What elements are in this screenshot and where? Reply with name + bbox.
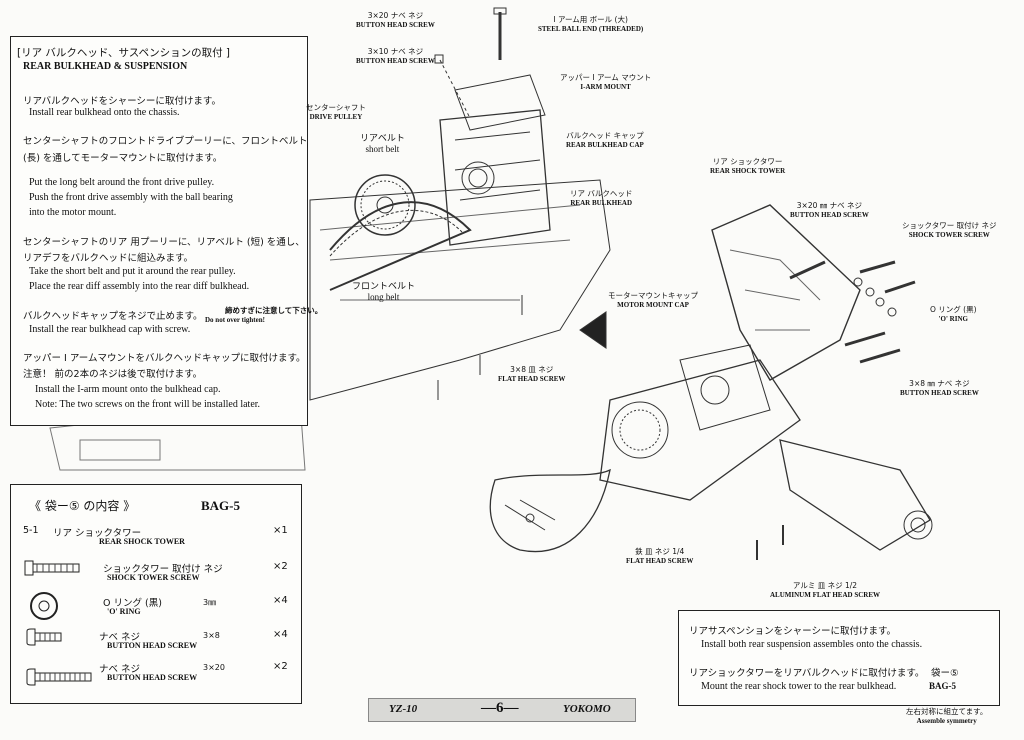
label-shock-tower: リア ショックタワー REAR SHOCK TOWER	[710, 157, 786, 175]
label-screw-3x8: 3×8 ㎜ ナベ ネジ BUTTON HEAD SCREW	[900, 379, 979, 397]
label-rear-bulkhead: リア バルクヘッド REAR BULKHEAD	[570, 189, 633, 207]
install-bag-jp: 袋ー⑤	[931, 668, 959, 679]
label-center-shaft: センターシャフト DRIVE PULLEY	[306, 103, 366, 121]
label-front-belt: フロントベルト long belt	[352, 282, 416, 303]
step-line-16-en: Note: The two screws on the front will b…	[35, 399, 261, 410]
step-line-2-jp: センターシャフトのフロントドライブプーリーに、フロントベルト	[23, 136, 308, 147]
step-line-8-jp: リアデフをバルクヘッドに組込みます。	[23, 253, 194, 264]
page-footer: YZ-10 —6— YOKOMO	[368, 698, 636, 722]
bag-item-3-en: 'O' RING	[107, 607, 141, 616]
label-motor-cap: モーターマウントキャップ MOTOR MOUNT CAP	[608, 291, 698, 309]
warn-jp: 締めすぎに注意して下さい。	[225, 306, 323, 315]
bag-title-en: BAG-5	[201, 498, 240, 513]
bag-item-4-en: BUTTON HEAD SCREW	[107, 641, 198, 650]
bag-item-4-jp: ナベ ネジ	[99, 632, 141, 643]
warn-en: Do not over tighten!	[205, 316, 265, 324]
bag-item-5-jp: ナベ ネジ	[99, 664, 141, 675]
bag-item-5-size: 3×20	[203, 663, 225, 672]
label-o-ring: O リング (黒) 'O' RING	[930, 305, 977, 323]
step-line-5-en: Push the front drive assembly with the b…	[29, 192, 233, 203]
button-head-screw-3x20-icon	[26, 668, 92, 686]
bag-item-1-qty: ×1	[273, 525, 288, 536]
footer-model: YZ-10	[389, 703, 418, 715]
bag-item-1-en: REAR SHOCK TOWER	[99, 537, 185, 546]
step-line-3-jp: (長) を通してモーターマウントに取付けます。	[23, 153, 223, 164]
symmetry-note: 左右対称に組立てます。 Assemble symmetry	[906, 707, 988, 725]
o-ring-icon	[30, 592, 58, 620]
bag-item-2-qty: ×2	[273, 561, 288, 572]
label-iarm-mount: アッパー I アーム マウント I-ARM MOUNT	[560, 73, 652, 91]
step-line-14-jp: 注意！ 前の2本のネジは後で取付けます。	[23, 369, 203, 380]
bag-item-4-qty: ×4	[273, 629, 288, 640]
step-line-4-en: Put the long belt around the front drive…	[29, 177, 215, 188]
label-alu-flat: アルミ 皿 ネジ 1/2 ALUMINUM FLAT HEAD SCREW	[770, 581, 880, 599]
step-title-en: REAR BULKHEAD & SUSPENSION	[23, 61, 188, 72]
step-line-6-en: into the motor mount.	[29, 207, 117, 218]
label-screw-3x10: 3×10 ナベ ネジ BUTTON HEAD SCREW	[356, 47, 435, 65]
bag-item-5-qty: ×2	[273, 661, 288, 672]
install-instructions-box: リアサスペンションをシャーシーに取付けます。 Install both rear…	[678, 610, 1000, 706]
install-line-2-jp: リアショックタワーをリアバルクヘッドに取付けます。	[689, 668, 925, 679]
bag-title-jp: 《 袋ー⑤ の内容 》	[29, 499, 136, 513]
bag-item-3-qty: ×4	[273, 595, 288, 606]
step-title-jp: [リア バルクヘッド、サスペンションの取付 ]	[17, 47, 231, 59]
label-screw-3x20: 3×20 ナベ ネジ BUTTON HEAD SCREW	[356, 11, 435, 29]
step-instructions-box: [リア バルクヘッド、サスペンションの取付 ] REAR BULKHEAD & …	[10, 36, 322, 426]
bag-item-3-size: 3㎜	[203, 598, 217, 607]
label-flat-3x8: 3×8 皿 ネジ FLAT HEAD SCREW	[498, 365, 566, 383]
install-bag-en: BAG-5	[929, 681, 956, 691]
bag-item-2-jp: ショックタワー 取付け ネジ	[103, 564, 223, 575]
step-line-15-en: Install the I-arm mount onto the bulkhea…	[35, 384, 221, 395]
bag-item-code: 5-1	[23, 525, 39, 536]
step-line-10-en: Place the rear diff assembly into the re…	[29, 281, 250, 292]
label-rear-belt: リアベルト short belt	[360, 134, 405, 155]
install-line-2-en: Mount the rear shock tower to the rear b…	[701, 681, 897, 692]
shock-tower-screw-icon	[24, 560, 80, 576]
install-line-1-jp: リアサスペンションをシャーシーに取付けます。	[689, 626, 897, 637]
step-line-7-jp: センターシャフトのリア 用プーリーに、リアベルト (短) を通し、	[23, 237, 305, 248]
step-line-11-jp: バルクヘッドキャップをネジで止めます。	[23, 311, 203, 322]
bag-item-5-en: BUTTON HEAD SCREW	[107, 673, 198, 682]
bag-contents-box: 《 袋ー⑤ の内容 》 BAG-5 5-1 リア ショックタワー REAR SH…	[10, 484, 302, 704]
install-line-1-en: Install both rear suspension assembles o…	[701, 639, 923, 650]
footer-page-number: —6—	[481, 700, 519, 716]
bag-item-2-en: SHOCK TOWER SCREW	[107, 573, 200, 582]
bag-item-1-jp: リア ショックタワー	[53, 528, 142, 539]
bag-item-4-size: 3×8	[203, 631, 220, 640]
step-line-13-jp: アッパー I アームマウントをバルクヘッドキャップに取付けます。	[23, 353, 306, 364]
step-line-12-en: Install the rear bulkhead cap with screw…	[29, 324, 191, 335]
label-tower-screw: ショックタワー 取付け ネジ SHOCK TOWER SCREW	[902, 221, 997, 239]
label-screw-3x20mm: 3×20 ㎜ ナベ ネジ BUTTON HEAD SCREW	[790, 201, 869, 219]
step-line-1-jp: リアバルクヘッドをシャーシーに取付けます。	[23, 96, 221, 107]
bag-item-3-jp: O リング (黒)	[103, 598, 162, 609]
label-iron-flat: 鉄 皿 ネジ 1/4 FLAT HEAD SCREW	[626, 547, 694, 565]
label-ball-end: I アーム用 ボール (大) STEEL BALL END (THREADED)	[538, 15, 644, 33]
step-line-9-en: Take the short belt and put it around th…	[29, 266, 236, 277]
footer-brand: YOKOMO	[563, 703, 611, 715]
button-head-screw-3x8-icon	[26, 628, 62, 646]
label-bulkhead-cap: バルクヘッド キャップ REAR BULKHEAD CAP	[566, 131, 644, 149]
step-line-1-en: Install rear bulkhead onto the chassis.	[29, 107, 180, 118]
